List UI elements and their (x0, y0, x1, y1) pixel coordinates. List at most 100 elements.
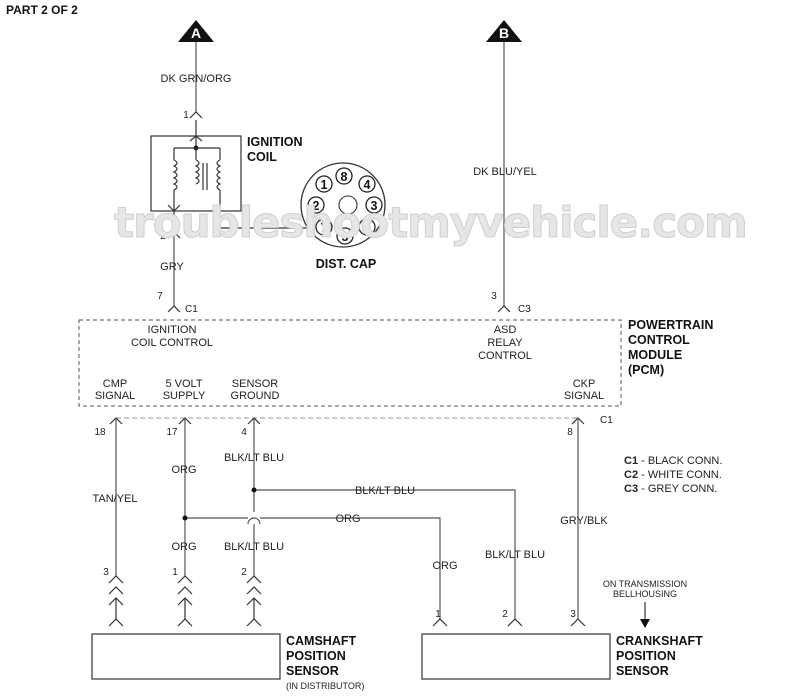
pcm-label-line2: CONTROL (628, 333, 690, 347)
dist-terminal-4: 4 (364, 178, 371, 192)
pcm-pin8-label: 8 (567, 427, 573, 438)
pcm-pin7-label: 7 (157, 291, 163, 302)
pcm-pin17-label: 17 (166, 427, 178, 438)
pcm-c3-label: C3 (518, 304, 531, 315)
pcm-cmp-signal-2: SIGNAL (95, 390, 135, 402)
dist-terminal-7: 7 (321, 221, 328, 235)
dist-terminal-3: 3 (371, 199, 378, 213)
crankshaft-label-3: SENSOR (616, 664, 669, 678)
connector-b-letter: B (499, 25, 509, 41)
pcm-ckp-signal-2: SIGNAL (564, 390, 604, 402)
pcm-ignition-coil-control-1: IGNITION (148, 324, 197, 336)
ignition-coil (150, 120, 242, 228)
legend-c3: C3 - GREY CONN. (624, 483, 717, 495)
pcm-label-line1: POWERTRAIN (628, 318, 713, 332)
coil-pin1-label: 1 (183, 110, 189, 121)
connector-a: A (178, 20, 214, 42)
pcm-cmp-signal-1: CMP (103, 378, 127, 390)
connector-a-triangle (178, 20, 214, 42)
ckp-connector (432, 618, 586, 627)
dist-cap-rotor (338, 195, 358, 215)
connector-a-letter: A (191, 25, 201, 41)
cmp-pin3-label: 3 (103, 567, 109, 578)
crankshaft-note-1: ON TRANSMISSION (603, 579, 687, 589)
cmp-pin2-label: 2 (241, 567, 247, 578)
dist-cap-label: DIST. CAP (316, 257, 376, 271)
wire-label-dk-grn-org: DK GRN/ORG (161, 73, 232, 85)
pcm-sensor-ground-2: GROUND (231, 390, 280, 402)
wire-label-org-1: ORG (171, 464, 196, 476)
crankshaft-label-1: CRANKSHAFT (616, 634, 703, 648)
wire-label-org-2: ORG (171, 541, 196, 553)
crankshaft-note-2: BELLHOUSING (613, 589, 677, 599)
dist-terminal-2: 2 (313, 199, 320, 213)
wire-label-blk-lt-blu-2: BLK/LT BLU (224, 541, 284, 553)
crankshaft-label-2: POSITION (616, 649, 676, 663)
pcm-5v-supply-2: SUPPLY (163, 390, 206, 402)
camshaft-label-3: SENSOR (286, 664, 339, 678)
wire-label-tan-yel: TAN/YEL (92, 493, 137, 505)
splice-org (182, 515, 188, 521)
camshaft-note: (IN DISTRIBUTOR) (286, 681, 364, 691)
pcm-pin4-label: 4 (241, 427, 247, 438)
pcm-pin3-label: 3 (491, 291, 497, 302)
dist-terminal-8: 8 (341, 170, 348, 184)
dist-terminal-1: 1 (321, 178, 328, 192)
pcm-asd-relay-control-1: ASD (494, 324, 517, 336)
watermark: troubleshootmyvehicle.com (114, 198, 747, 247)
wire-blk-lt-blu-branch (254, 489, 516, 620)
pcm-label-line3: MODULE (628, 348, 682, 362)
pcm-c1-top-label: C1 (185, 304, 198, 315)
dist-cap-terminal: 5 (336, 227, 354, 245)
ckp-pin3-label: 3 (570, 609, 576, 620)
wire-org-branch (185, 517, 441, 620)
camshaft-label-1: CAMSHAFT (286, 634, 356, 648)
camshaft-sensor-box (91, 633, 281, 680)
coil-pin1-chevron (189, 111, 203, 119)
dist-cap-terminal: 1 (315, 175, 333, 193)
connector-b-triangle (486, 20, 522, 42)
pcm-sensor-ground-1: SENSOR (232, 378, 279, 390)
pcm-pin18-label: 18 (94, 427, 106, 438)
pcm-ignition-coil-control-2: COIL CONTROL (131, 337, 213, 349)
pcm-ckp-signal-1: CKP (573, 378, 596, 390)
wire-label-dk-blu-yel: DK BLU/YEL (473, 166, 537, 178)
wire-label-blk-lt-blu-3: BLK/LT BLU (355, 485, 415, 497)
coil-pin2-label: 2 (160, 231, 166, 242)
dist-cap-terminal: 7 (315, 218, 333, 236)
connector-legend: C1 - BLACK CONN. C2 - WHITE CONN. C3 - G… (624, 455, 722, 495)
pcm-c1-bottom-label: C1 (600, 415, 613, 426)
wire-label-org-4: ORG (432, 560, 457, 572)
legend-c1: C1 - BLACK CONN. (624, 455, 722, 467)
wire-label-org-3: ORG (335, 513, 360, 525)
ignition-coil-label-line1: IGNITION (247, 135, 303, 149)
splice-blk-lt-blu (251, 487, 257, 493)
dist-cap-terminal: 2 (307, 196, 325, 214)
pcm-5v-supply-1: 5 VOLT (165, 378, 202, 390)
ckp-pin2-label: 2 (502, 609, 508, 620)
dist-cap-terminal: 3 (365, 196, 383, 214)
legend-c2: C2 - WHITE CONN. (624, 469, 722, 481)
dist-cap-terminal: 8 (335, 167, 353, 185)
crankshaft-sensor-box (421, 633, 611, 680)
wire-label-gry: GRY (160, 261, 184, 273)
wire-label-blk-lt-blu-1: BLK/LT BLU (224, 452, 284, 464)
wire-crossover-hop (247, 517, 261, 525)
cmp-connector (108, 575, 262, 627)
distributor-cap: 8 4 1 2 3 7 6 5 (300, 162, 386, 248)
wire-label-gry-blk: GRY/BLK (560, 515, 608, 527)
dist-terminal-5: 5 (342, 230, 349, 244)
connector-b: B (486, 20, 522, 42)
wire-label-blk-lt-blu-4: BLK/LT BLU (485, 549, 545, 561)
ckp-pin1-label: 1 (435, 609, 441, 620)
pcm-label-line4: (PCM) (628, 363, 664, 377)
dist-terminal-6: 6 (364, 221, 371, 235)
dist-cap-terminal: 4 (358, 175, 376, 193)
crankshaft-note-arrow-head (640, 619, 650, 628)
pcm-box (78, 319, 622, 407)
dist-cap-terminal: 6 (358, 218, 376, 236)
camshaft-label-2: POSITION (286, 649, 346, 663)
pcm-asd-relay-control-2: RELAY (487, 337, 523, 349)
ignition-coil-label-line2: COIL (247, 150, 277, 164)
